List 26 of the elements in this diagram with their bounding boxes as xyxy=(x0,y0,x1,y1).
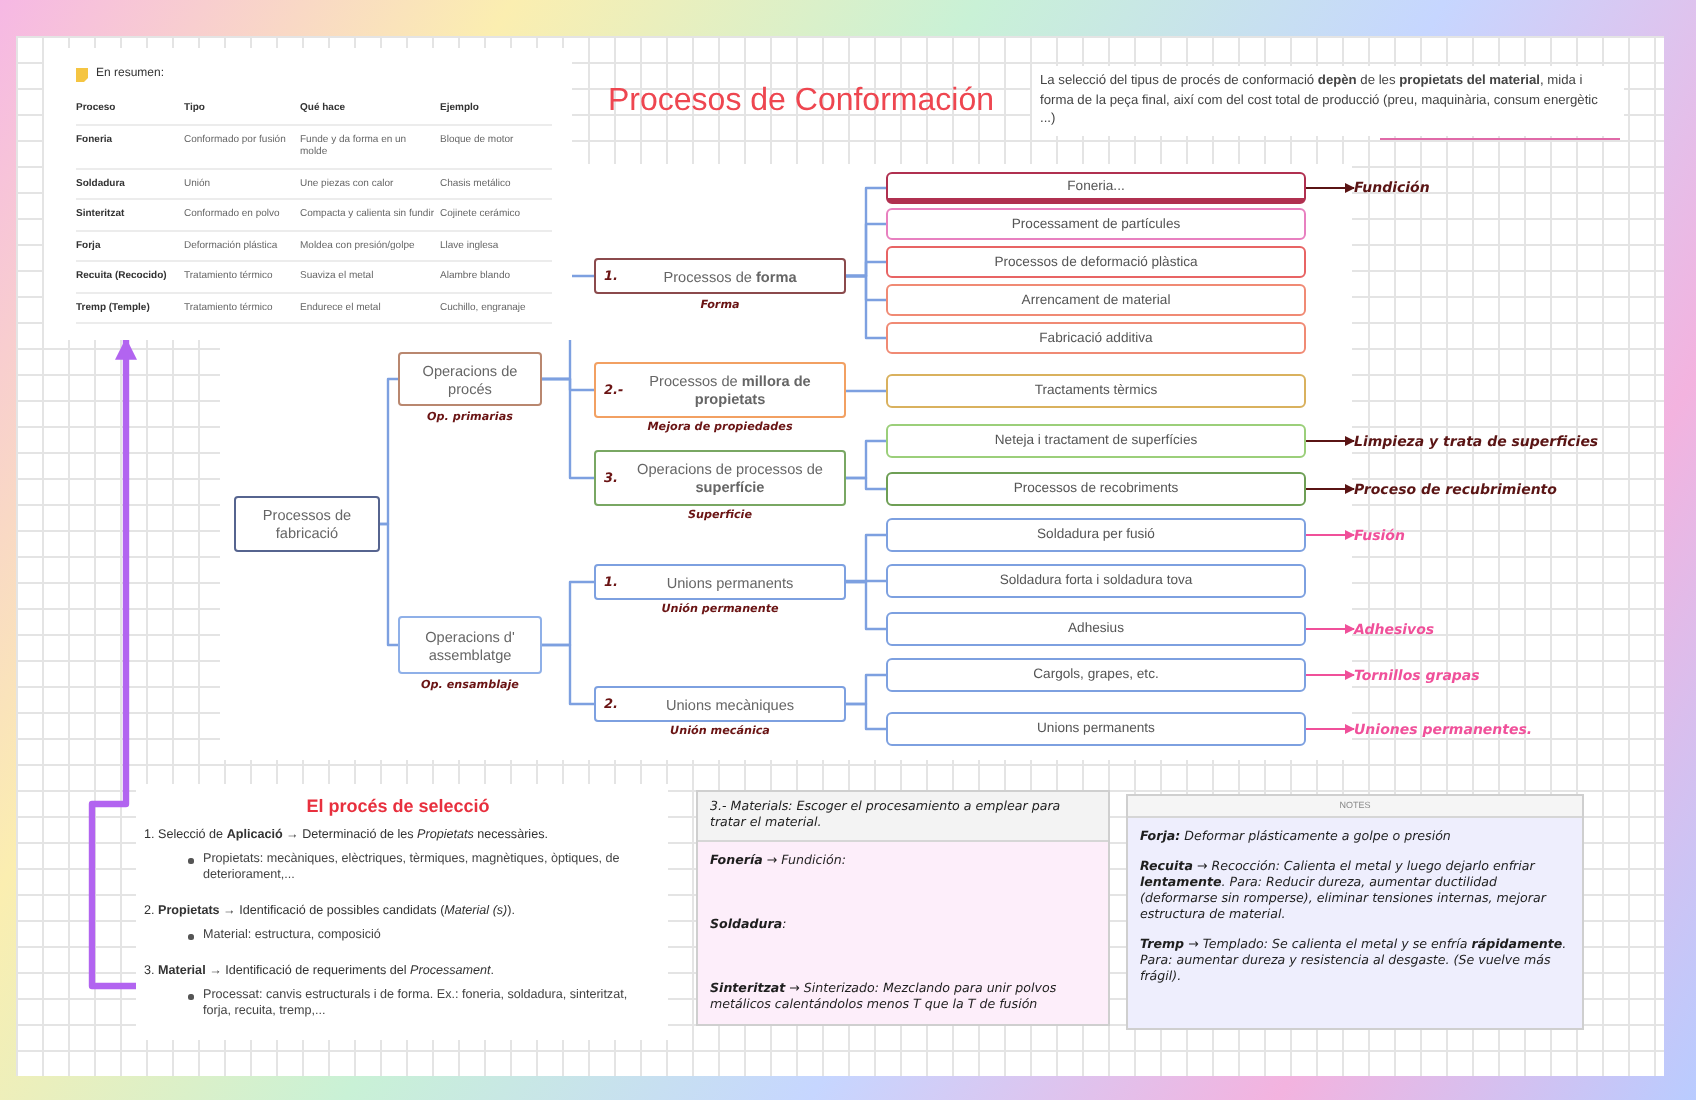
connector-line xyxy=(846,579,886,583)
connector-line xyxy=(542,377,594,480)
category-box xyxy=(594,258,846,294)
category-box xyxy=(594,450,846,506)
category-box xyxy=(594,362,846,418)
connector-line xyxy=(846,580,886,631)
connector-line xyxy=(846,702,886,731)
card-heading: El procés de selecció xyxy=(304,796,492,818)
connector-line xyxy=(380,522,398,647)
arrow xyxy=(88,337,137,990)
connector-line xyxy=(542,643,594,706)
arrow xyxy=(1305,436,1355,446)
arrow xyxy=(1305,530,1355,540)
connector-line xyxy=(846,389,886,393)
arrow xyxy=(1305,724,1355,734)
arrow xyxy=(1305,670,1355,680)
arrow xyxy=(1305,183,1355,193)
category-box xyxy=(594,686,846,722)
category-box xyxy=(594,564,846,600)
arrow xyxy=(1305,484,1355,494)
connector-line xyxy=(846,274,886,340)
connector-line xyxy=(846,476,886,491)
arrow xyxy=(1305,624,1355,634)
page-title: Procesos de Conformación xyxy=(608,82,994,122)
notes-card xyxy=(1126,794,1584,1030)
handwritten-card xyxy=(696,790,1110,1026)
